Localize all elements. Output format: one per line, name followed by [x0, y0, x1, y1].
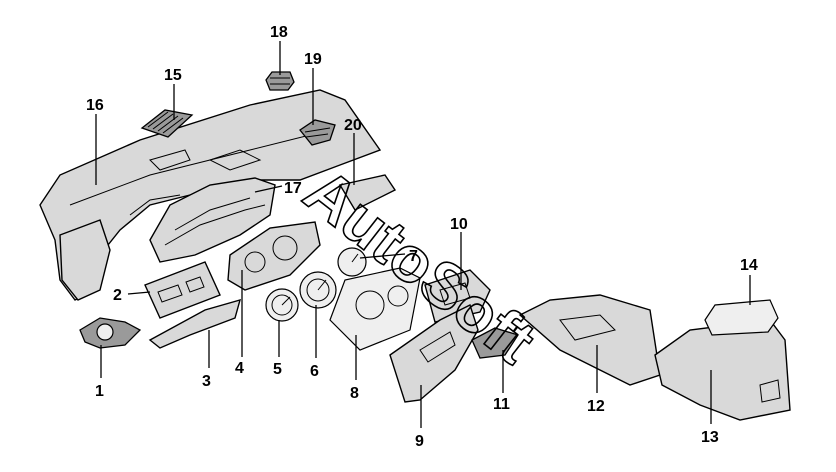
console-lid-14 — [704, 299, 779, 336]
callout-7: 7 — [409, 248, 418, 265]
console-12 — [518, 294, 661, 386]
callout-3: 3 — [202, 373, 211, 390]
callout-14: 14 — [740, 257, 758, 274]
leader-lines — [95, 41, 751, 428]
callout-19: 19 — [304, 51, 322, 68]
callout-15: 15 — [164, 67, 182, 84]
lower-trim-3 — [148, 298, 242, 349]
center-vent-15 — [140, 109, 194, 138]
callout-5: 5 — [273, 361, 282, 378]
callout-18: 18 — [270, 24, 288, 41]
switch-panel-2 — [144, 261, 221, 319]
instrument-cluster-frame — [227, 221, 321, 291]
callout-11: 11 — [493, 396, 510, 413]
callout-8: 8 — [350, 385, 359, 402]
ashtray-11 — [471, 327, 520, 359]
callout-20: 20 — [344, 117, 362, 134]
switch-assembly-10 — [424, 269, 491, 323]
callout-1: 1 — [95, 383, 104, 400]
gauge-5 — [265, 288, 299, 322]
callout-10: 10 — [450, 216, 468, 233]
top-vent-18 — [265, 71, 295, 91]
center-console-face-9 — [389, 304, 479, 403]
meter-hood-17 — [149, 177, 276, 263]
callout-16: 16 — [86, 97, 104, 114]
callout-labels: 1 2 3 4 5 6 7 8 9 10 11 12 13 14 15 16 1… — [86, 24, 758, 450]
callout-4: 4 — [235, 360, 244, 377]
ignition-switch-1 — [79, 317, 142, 349]
gauge-6 — [299, 271, 337, 309]
gauge-7 — [337, 247, 367, 277]
callout-9: 9 — [415, 433, 424, 450]
callout-17: 17 — [284, 180, 302, 197]
callout-13: 13 — [701, 429, 719, 446]
callout-2: 2 — [113, 287, 122, 304]
callout-6: 6 — [310, 363, 319, 380]
callout-12: 12 — [587, 398, 605, 415]
cluster-lens-8 — [329, 267, 421, 351]
